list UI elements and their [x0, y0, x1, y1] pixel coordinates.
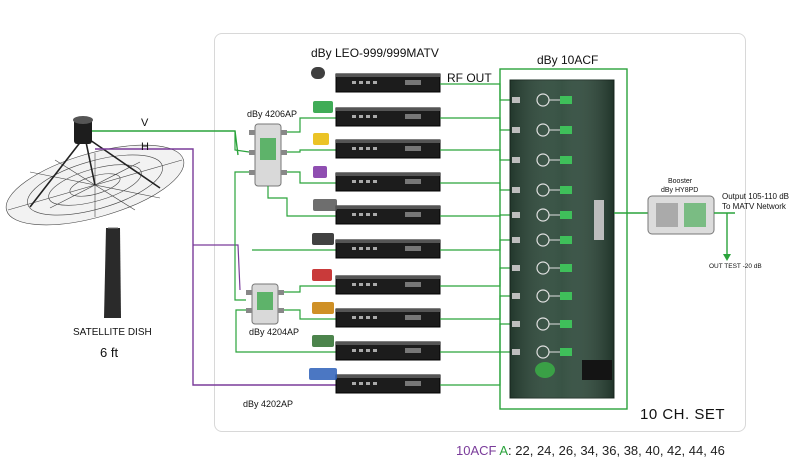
- combiner-module-7: [512, 261, 572, 275]
- booster-output-line2: To MATV Network: [722, 202, 786, 211]
- splitter-4206ap-label: dBy 4206AP: [247, 109, 298, 119]
- mix-logo: [312, 269, 332, 281]
- receiver-box-3: [335, 139, 441, 159]
- combiner-module-10: [512, 345, 572, 359]
- combiner-module-3: [512, 153, 572, 167]
- bee-logo: [312, 302, 334, 314]
- footer-group: A: [499, 443, 509, 458]
- receiver-box-10: [335, 374, 441, 394]
- ch7-logo: [313, 133, 329, 145]
- set-label: 10 CH. SET: [640, 406, 726, 423]
- booster-model: dBy HY8PD: [661, 187, 699, 194]
- h-feed-line: [95, 148, 336, 386]
- channel-list: 10ACF A: 22, 24, 26, 34, 36, 38, 40, 42,…: [456, 443, 725, 458]
- receiver-box-4: [335, 172, 441, 192]
- splitter-4204ap-label: dBy 4204AP: [249, 327, 300, 337]
- combiner-module-6: [512, 233, 572, 247]
- receiver-model-label: dBy LEO-999/999MATV: [311, 46, 439, 60]
- receiver-box-6: [335, 239, 441, 259]
- receiver-box-1: [335, 73, 441, 93]
- h-pol-label: H: [141, 141, 149, 153]
- news-logo: [312, 233, 334, 245]
- splitter-4206ap-icon: [249, 123, 287, 187]
- dish-label: SATELLITE DISH: [73, 327, 152, 338]
- true-logo: [313, 199, 337, 211]
- combiner-outline: [499, 68, 628, 410]
- combiner-module-9: [512, 317, 572, 331]
- combiner-module-2: [512, 123, 572, 137]
- combiner-module-8: [512, 289, 572, 303]
- footer-model: 10ACF: [456, 443, 497, 458]
- receiver-box-7: [335, 275, 441, 295]
- green-logo: [312, 335, 334, 347]
- ch5-logo: [313, 101, 333, 113]
- receiver-stack: [335, 73, 441, 394]
- receiver-box-2: [335, 107, 441, 127]
- receiver-box-8: [335, 308, 441, 328]
- splitter-4202ap-label: dBy 4202AP: [243, 399, 294, 409]
- splitter-4204ap-icon: [246, 283, 284, 325]
- receiver-box-9: [335, 341, 441, 361]
- booster-title: Booster: [668, 178, 693, 185]
- booster-icon: [647, 195, 715, 235]
- mcot-logo: [309, 368, 337, 380]
- booster-output-line1: Output 105-110 dB: [722, 192, 790, 201]
- receiver-box-5: [335, 205, 441, 225]
- footer-channels: : 22, 24, 26, 34, 36, 38, 40, 42, 44, 46: [508, 443, 725, 458]
- out-test-label: OUT TEST -20 dB: [709, 263, 762, 270]
- satellite-dish-icon: [5, 116, 185, 318]
- v-pol-label: V: [141, 117, 149, 129]
- ch9-logo: [313, 166, 327, 178]
- rf-out-label: RF OUT: [447, 71, 492, 85]
- combiner-module-4: [512, 183, 572, 197]
- combiner-module-1: [512, 93, 572, 107]
- combiner-model-label: dBy 10ACF: [537, 53, 599, 67]
- combiner-module-5: [512, 208, 572, 222]
- combiner-10acf-icon: [509, 79, 615, 399]
- ch3-logo: [311, 67, 325, 79]
- dish-size-label: 6 ft: [100, 345, 119, 360]
